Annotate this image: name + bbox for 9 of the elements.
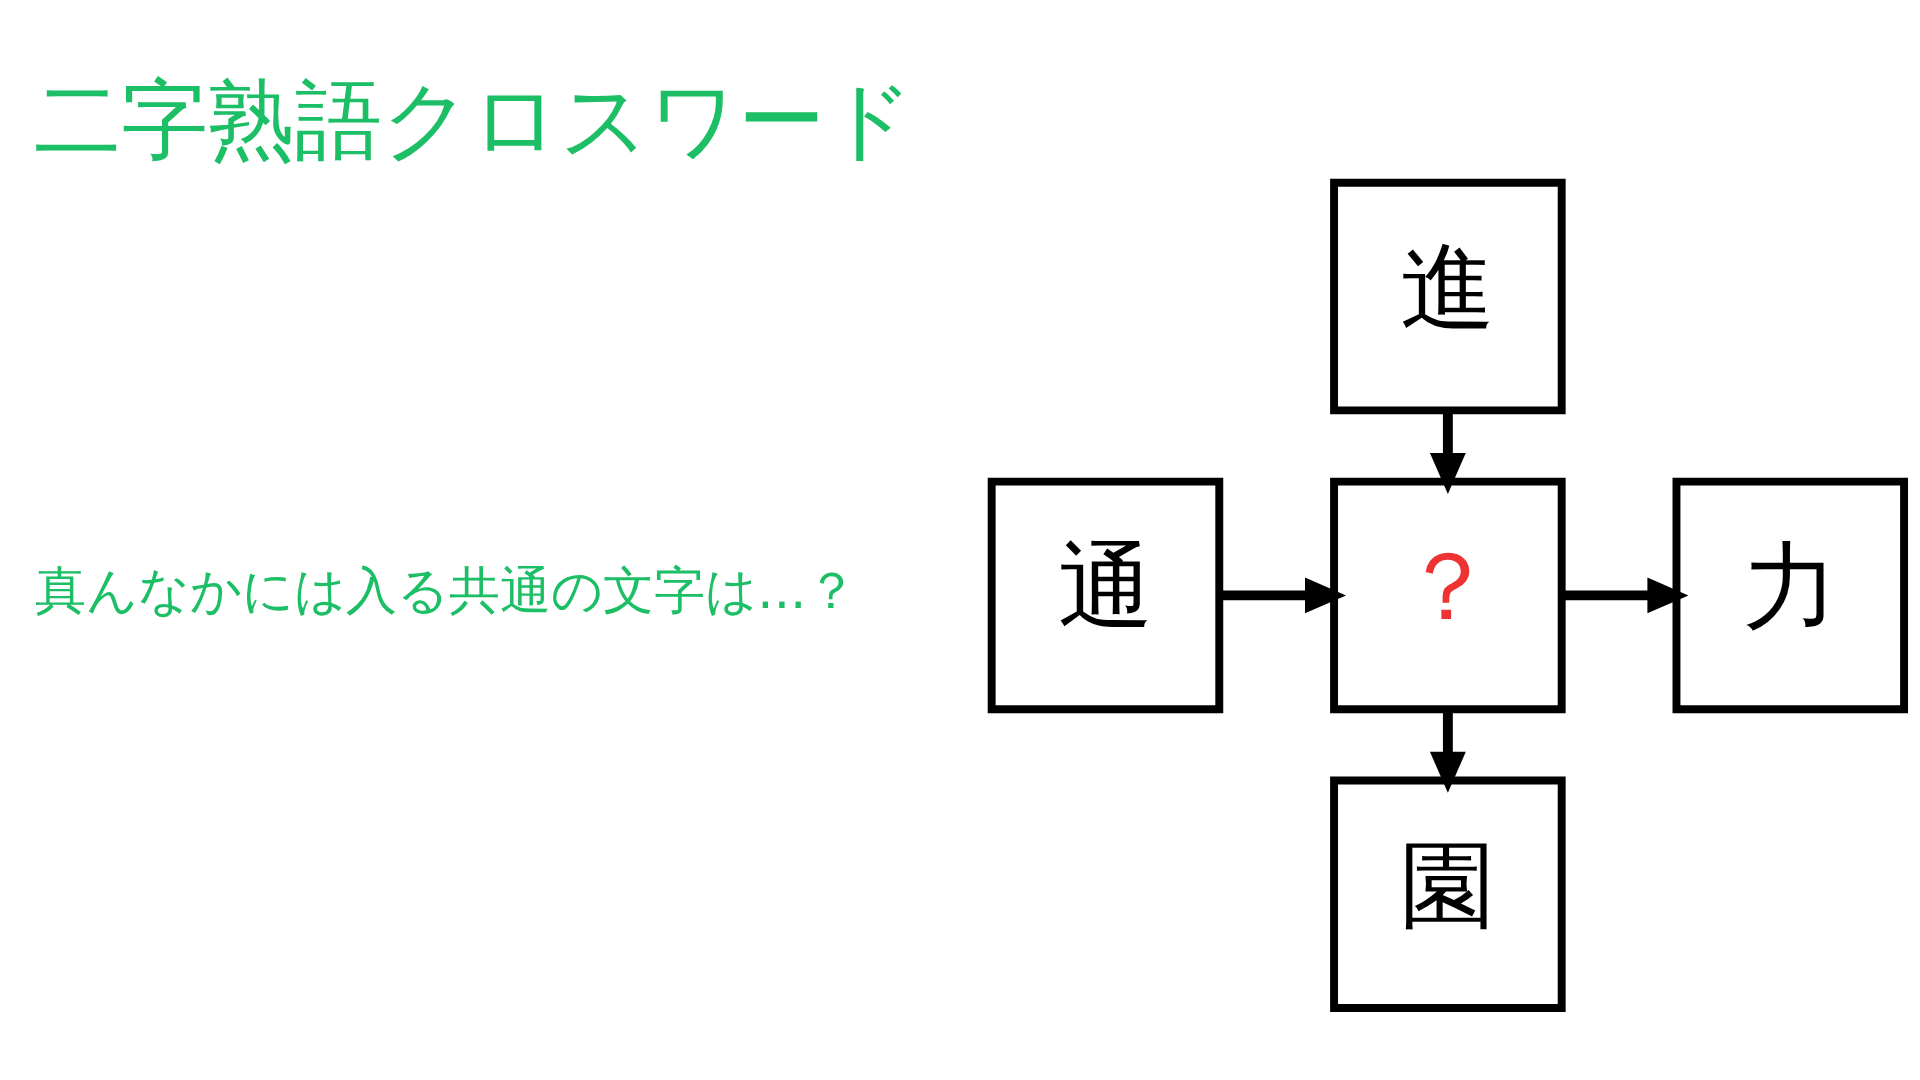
node-box: 進: [1330, 178, 1566, 415]
arrow: [1562, 577, 1689, 614]
arrow: [1220, 577, 1347, 614]
diagram-title: 二字熟語クロスワード: [34, 68, 915, 171]
label: 真んなかには入る共通の文字は...？: [35, 559, 858, 620]
node-box: ？: [1330, 477, 1566, 714]
node-box: 通: [987, 477, 1224, 714]
node-box: 力: [1672, 477, 1909, 714]
node-box: 園: [1330, 776, 1566, 1013]
